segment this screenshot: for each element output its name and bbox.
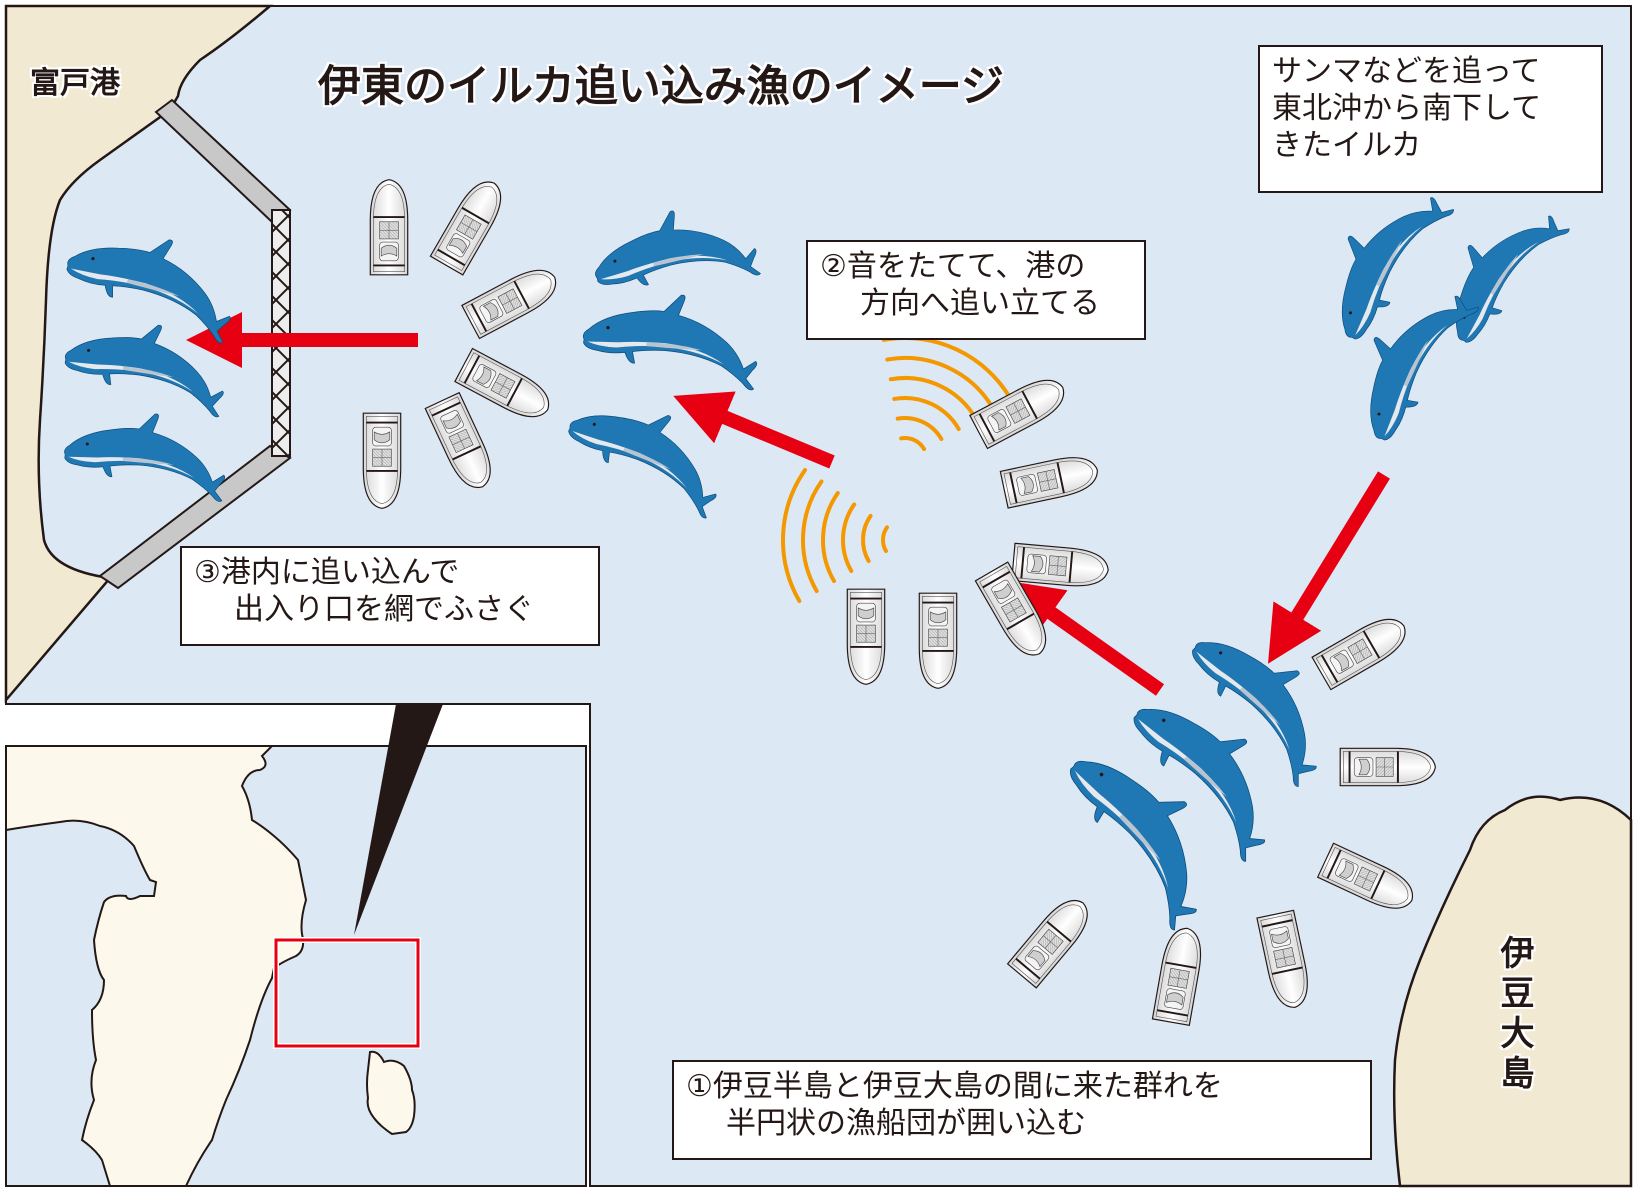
arrow-icon bbox=[1005, 580, 1165, 696]
sound-wave-arc bbox=[841, 502, 857, 573]
page-title: 伊東のイルカ追い込み漁のイメージ bbox=[318, 62, 1004, 112]
island-name: 伊豆大島 bbox=[1494, 935, 1534, 1095]
note-step-3-line: 港内に追い込んで bbox=[220, 555, 460, 590]
note-dolphin-origin: サンマなどを追って 東北沖から南下して きたイルカ bbox=[1258, 45, 1603, 193]
fishing-boat-icon bbox=[1339, 747, 1437, 787]
arrow-icon bbox=[673, 391, 835, 469]
note-step-3: ③港内に追い込んで 出入り口を網でふさぐ bbox=[180, 546, 600, 646]
sound-wave-icon bbox=[781, 336, 1013, 603]
note-origin-line: 東北沖から南下して bbox=[1272, 91, 1542, 126]
sound-wave-arc bbox=[892, 396, 961, 431]
note-step-1: ①伊豆半島と伊豆大島の間に来た群れを 半円状の漁船団が囲い込む bbox=[672, 1060, 1372, 1160]
sound-wave-arc bbox=[885, 356, 996, 411]
izu-oshima-land bbox=[1392, 795, 1633, 1188]
zoom-pointer bbox=[354, 704, 443, 935]
note-step-1-line: 半円状の漁船団が囲い込む bbox=[726, 1106, 1086, 1141]
note-step-2: ②音をたてて、港の 方向へ追い立てる bbox=[806, 240, 1146, 340]
step-3-marker: ③ bbox=[194, 555, 221, 590]
sound-wave-arc bbox=[821, 490, 840, 583]
harbor-name: 富戸港 bbox=[30, 66, 120, 101]
inset-highlight-area bbox=[274, 938, 420, 1048]
sound-wave-arc bbox=[781, 468, 808, 603]
tomito-harbor-land bbox=[4, 4, 274, 704]
sound-wave-arc bbox=[895, 416, 944, 441]
note-step-1-line: 伊豆半島と伊豆大島の間に来た群れを bbox=[712, 1069, 1223, 1104]
note-origin-line: サンマなどを追って bbox=[1272, 54, 1541, 89]
sound-wave-arc bbox=[861, 513, 873, 563]
main-map-border bbox=[5, 5, 1632, 1187]
step-1-marker: ① bbox=[686, 1069, 713, 1104]
sound-wave-arc bbox=[899, 436, 927, 451]
note-step-2-line: 音をたてて、港の bbox=[846, 249, 1086, 284]
sound-wave-arc bbox=[801, 479, 824, 593]
fishing-boat-icon bbox=[369, 178, 409, 276]
arrow-group bbox=[186, 312, 1390, 696]
izu-oshima-inset bbox=[366, 1050, 416, 1136]
note-step-2-line: 方向へ追い立てる bbox=[860, 286, 1100, 321]
note-step-3-line: 出入り口を網でふさぐ bbox=[234, 592, 534, 627]
izu-peninsula-inset bbox=[5, 745, 308, 1187]
fishing-boat-icon bbox=[918, 592, 958, 690]
fishing-boat-icon bbox=[362, 412, 402, 510]
fishing-boat-icon bbox=[846, 588, 886, 686]
arrow-icon bbox=[1268, 471, 1390, 664]
step-2-marker: ② bbox=[820, 249, 847, 284]
sound-wave-arc bbox=[888, 376, 979, 421]
note-origin-line: きたイルカ bbox=[1272, 128, 1422, 163]
sound-wave-arc bbox=[881, 525, 889, 553]
